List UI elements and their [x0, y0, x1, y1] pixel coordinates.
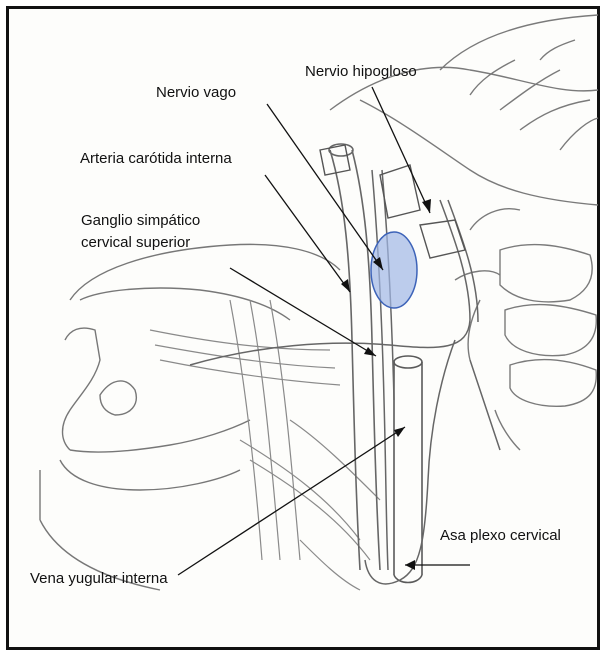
leader-hypoglossal [372, 87, 430, 213]
hypoglossal-nerve-sketch [190, 200, 478, 365]
label-internal-carotid: Arteria carótida interna [80, 150, 232, 168]
arrowhead-cervical-loop [405, 560, 415, 570]
label-hypoglossal-nerve: Nervio hipogloso [305, 63, 417, 81]
arrowhead-hypoglossal [422, 199, 431, 213]
mandible-sketch [40, 244, 340, 590]
ganglion-highlight [371, 232, 417, 308]
skull-base-sketch [330, 15, 598, 205]
leader-vagus [267, 104, 383, 270]
vertebrae-sketch [455, 209, 596, 450]
arrowhead-ganglion [364, 347, 376, 356]
arrowhead-jugular [394, 427, 405, 437]
leader-carotid [265, 175, 350, 292]
leader-jugular [178, 427, 405, 575]
label-cervical-loop: Asa plexo cervical [440, 527, 561, 545]
vagus-nerve-sketch [372, 170, 394, 570]
label-vagus-nerve: Nervio vago [156, 84, 236, 102]
label-ganglion-line2: cervical superior [81, 234, 190, 252]
jugular-vein-sketch [394, 356, 422, 583]
carotid-artery-sketch [329, 144, 380, 570]
label-ganglion-line1: Ganglio simpático [81, 212, 200, 230]
label-internal-jugular: Vena yugular interna [30, 570, 168, 588]
